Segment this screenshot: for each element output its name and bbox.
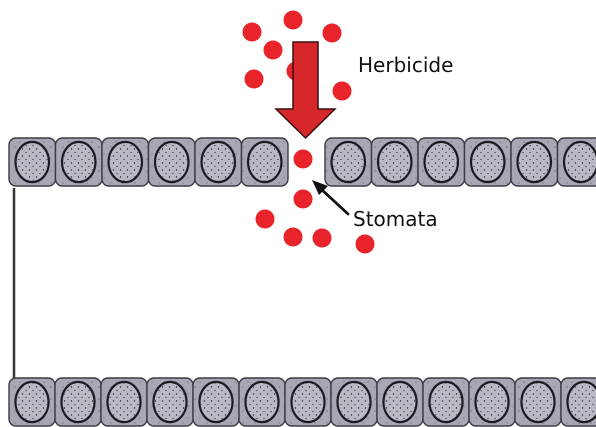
top-layer-cell xyxy=(372,138,419,186)
bottom-layer-cell xyxy=(285,378,331,426)
down-arrow-icon xyxy=(276,42,335,138)
bottom-layer-cell xyxy=(515,378,561,426)
herbicide-droplet xyxy=(256,210,275,229)
top-layer-cell xyxy=(102,138,149,186)
top-layer-cell xyxy=(149,138,196,186)
herbicide-droplet xyxy=(284,228,303,247)
bottom-layer-cell xyxy=(55,378,101,426)
top-layer-cell xyxy=(56,138,103,186)
bottom-layer-cell xyxy=(193,378,239,426)
herbicide-droplet xyxy=(245,70,264,89)
bottom-layer-cell xyxy=(147,378,193,426)
bottom-layer-cell xyxy=(101,378,147,426)
herbicide-droplet xyxy=(313,229,332,248)
herbicide-label: Herbicide xyxy=(358,55,453,75)
herbicide-droplet xyxy=(294,150,313,169)
bottom-layer-cell xyxy=(469,378,515,426)
top-layer-cell xyxy=(9,138,56,186)
top-layer-cell xyxy=(325,138,372,186)
herbicide-droplet xyxy=(356,235,375,254)
stomata-label: Stomata xyxy=(353,209,438,229)
top-layer-cell xyxy=(195,138,242,186)
herbicide-droplet xyxy=(323,24,342,43)
top-layer-cell xyxy=(465,138,512,186)
bottom-layer-cell xyxy=(239,378,285,426)
herbicide-droplet xyxy=(243,23,262,42)
bottom-layer-cell xyxy=(9,378,55,426)
bottom-layer-cell xyxy=(423,378,469,426)
bottom-layer-cell xyxy=(331,378,377,426)
herbicide-droplet xyxy=(294,190,313,209)
bottom-layer-cell xyxy=(377,378,423,426)
top-layer-cell xyxy=(418,138,465,186)
bottom-layer-cell xyxy=(561,378,596,426)
top-layer-cell xyxy=(511,138,558,186)
top-layer-cell xyxy=(242,138,289,186)
herbicide-droplet xyxy=(333,82,352,101)
herbicide-droplet xyxy=(284,11,303,30)
top-layer-cell xyxy=(558,138,596,186)
herbicide-droplet xyxy=(264,41,283,60)
